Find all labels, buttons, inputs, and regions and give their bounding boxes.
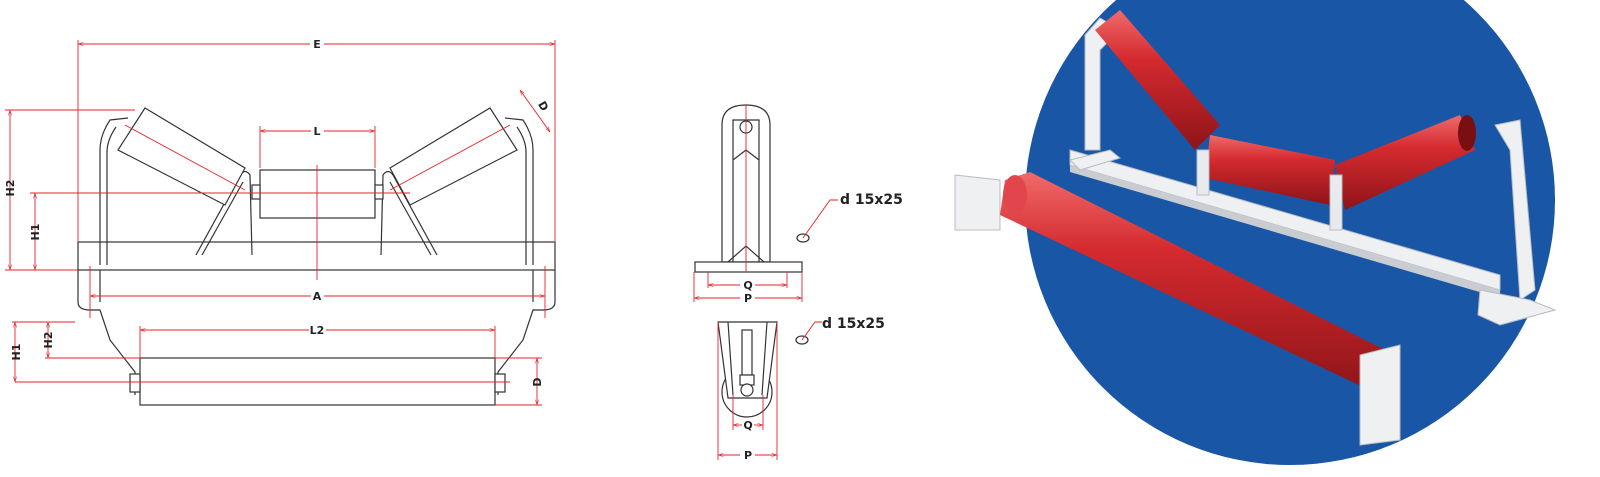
- dim-label-H1-top: H1: [29, 224, 42, 241]
- center-roller-shaft-right: [374, 184, 384, 200]
- dim-label-D-bottom: D: [531, 377, 544, 386]
- center-roller: [1205, 135, 1335, 205]
- return-hole-note: d 15x25: [822, 316, 885, 332]
- right-foot: [1477, 289, 1557, 326]
- return-roller: [139, 357, 496, 406]
- center-roller: [259, 169, 376, 219]
- front-view: E L A L2 H2 H1 D H1 H2 D: [4, 38, 556, 406]
- right-wing-roller: [1335, 115, 1475, 210]
- dim-label-H2-top: H2: [4, 180, 17, 197]
- carry-dim-Q: Q: [743, 279, 752, 292]
- right-wing-bracket: [1494, 119, 1536, 301]
- carry-base-plate: [694, 261, 803, 273]
- side-view-carry: Q P d 15x25: [693, 104, 903, 305]
- dim-label-E: E: [313, 38, 321, 51]
- right-return-bracket: [497, 270, 556, 395]
- left-wing-roller: [1095, 10, 1220, 150]
- return-right-bracket: [1359, 344, 1401, 446]
- dim-label-L: L: [313, 125, 320, 138]
- return-dim-P: P: [744, 449, 752, 462]
- return-left-bracket: [954, 174, 1001, 231]
- carry-dim-P: P: [744, 292, 752, 305]
- left-foot: [1069, 149, 1122, 171]
- right-center-bracket: [380, 170, 438, 256]
- carry-hole-note: d 15x25: [840, 192, 903, 208]
- side-view-return: Q P d 15x25: [717, 316, 885, 462]
- return-roller: [1000, 172, 1395, 395]
- dim-label-D-top: D: [535, 99, 551, 113]
- return-dim-Q: Q: [743, 419, 752, 432]
- left-wing-roller: [117, 107, 246, 206]
- return-roller-shaft-left: [129, 373, 141, 393]
- dim-label-H1-bottom: H1: [10, 344, 23, 361]
- right-wing-roller: [389, 107, 518, 206]
- center-roller-shaft-left: [251, 184, 261, 200]
- frame-beam: [77, 241, 556, 271]
- dim-label-H2-bottom: H2: [42, 332, 55, 349]
- dim-label-L2: L2: [310, 324, 325, 337]
- dim-label-A: A: [313, 290, 322, 303]
- left-return-bracket: [77, 270, 136, 395]
- product-photo: [954, 0, 1557, 465]
- left-wing-bracket: [99, 117, 129, 265]
- return-roller-shaft-right: [494, 373, 506, 393]
